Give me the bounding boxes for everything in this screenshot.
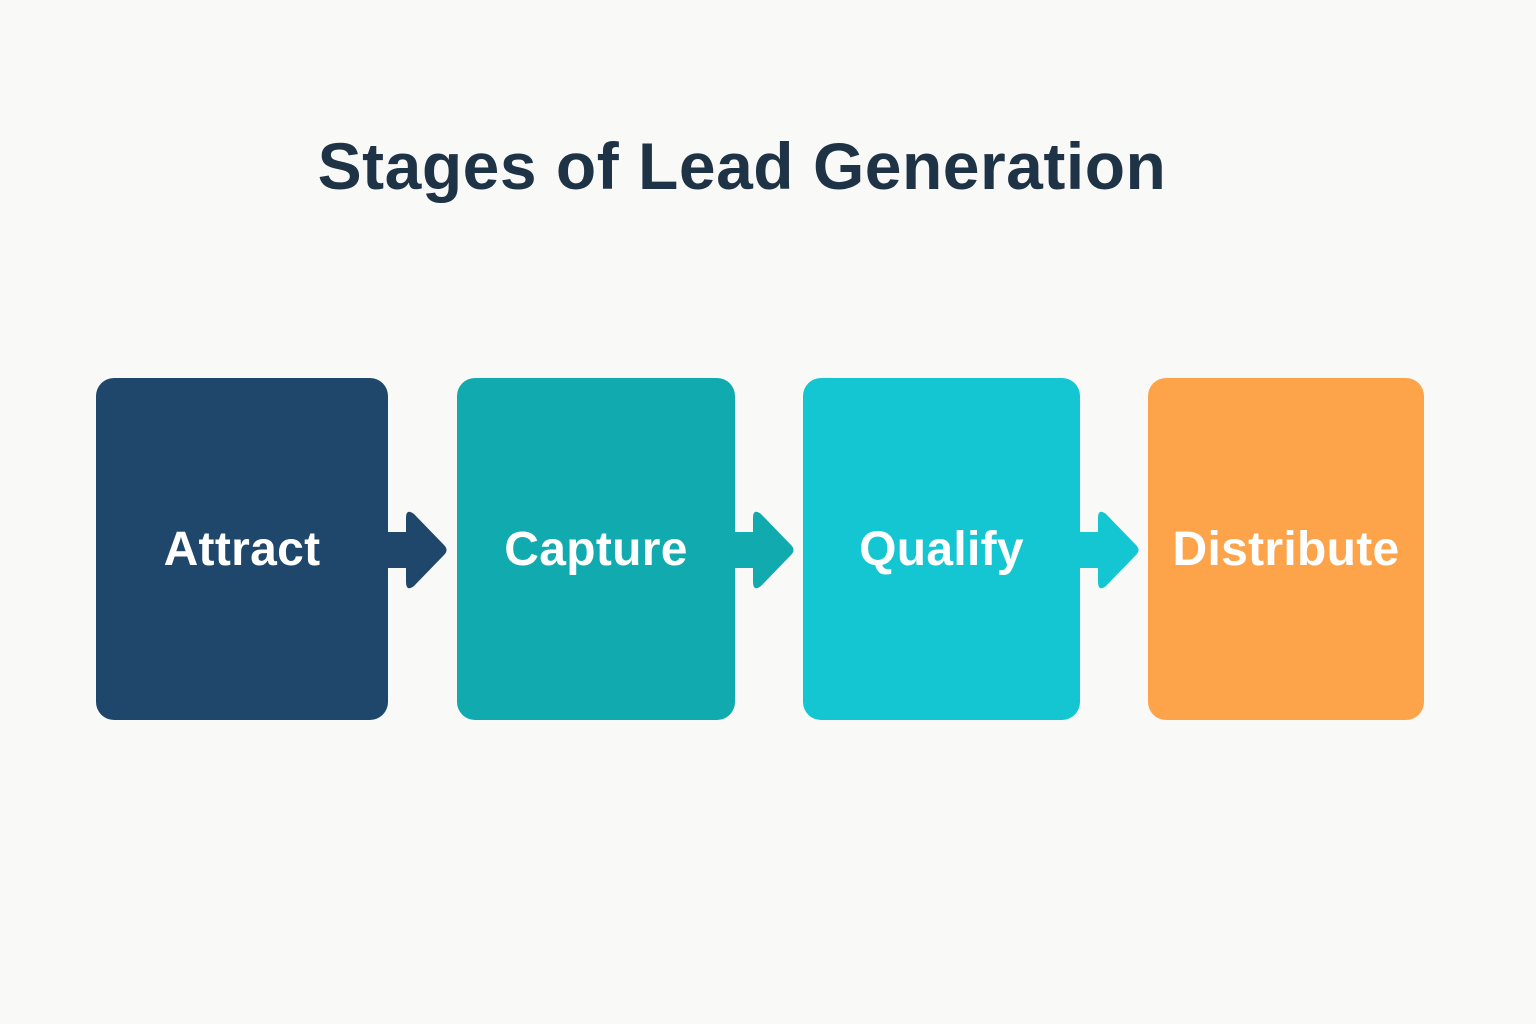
stage-label: Distribute: [1172, 522, 1400, 576]
right-arrow-icon: [386, 508, 448, 592]
stage-label: Capture: [504, 522, 688, 576]
stage-qualify: Qualify: [803, 378, 1080, 720]
stage-attract: Attract: [96, 378, 388, 720]
right-arrow-icon: [1078, 508, 1140, 592]
stage-label: Qualify: [859, 522, 1024, 576]
stage-label: Attract: [163, 522, 321, 576]
right-arrow-icon: [733, 508, 795, 592]
stage-distribute: Distribute: [1148, 378, 1424, 720]
stage-capture: Capture: [457, 378, 735, 720]
diagram-title: Stages of Lead Generation: [317, 129, 1167, 203]
